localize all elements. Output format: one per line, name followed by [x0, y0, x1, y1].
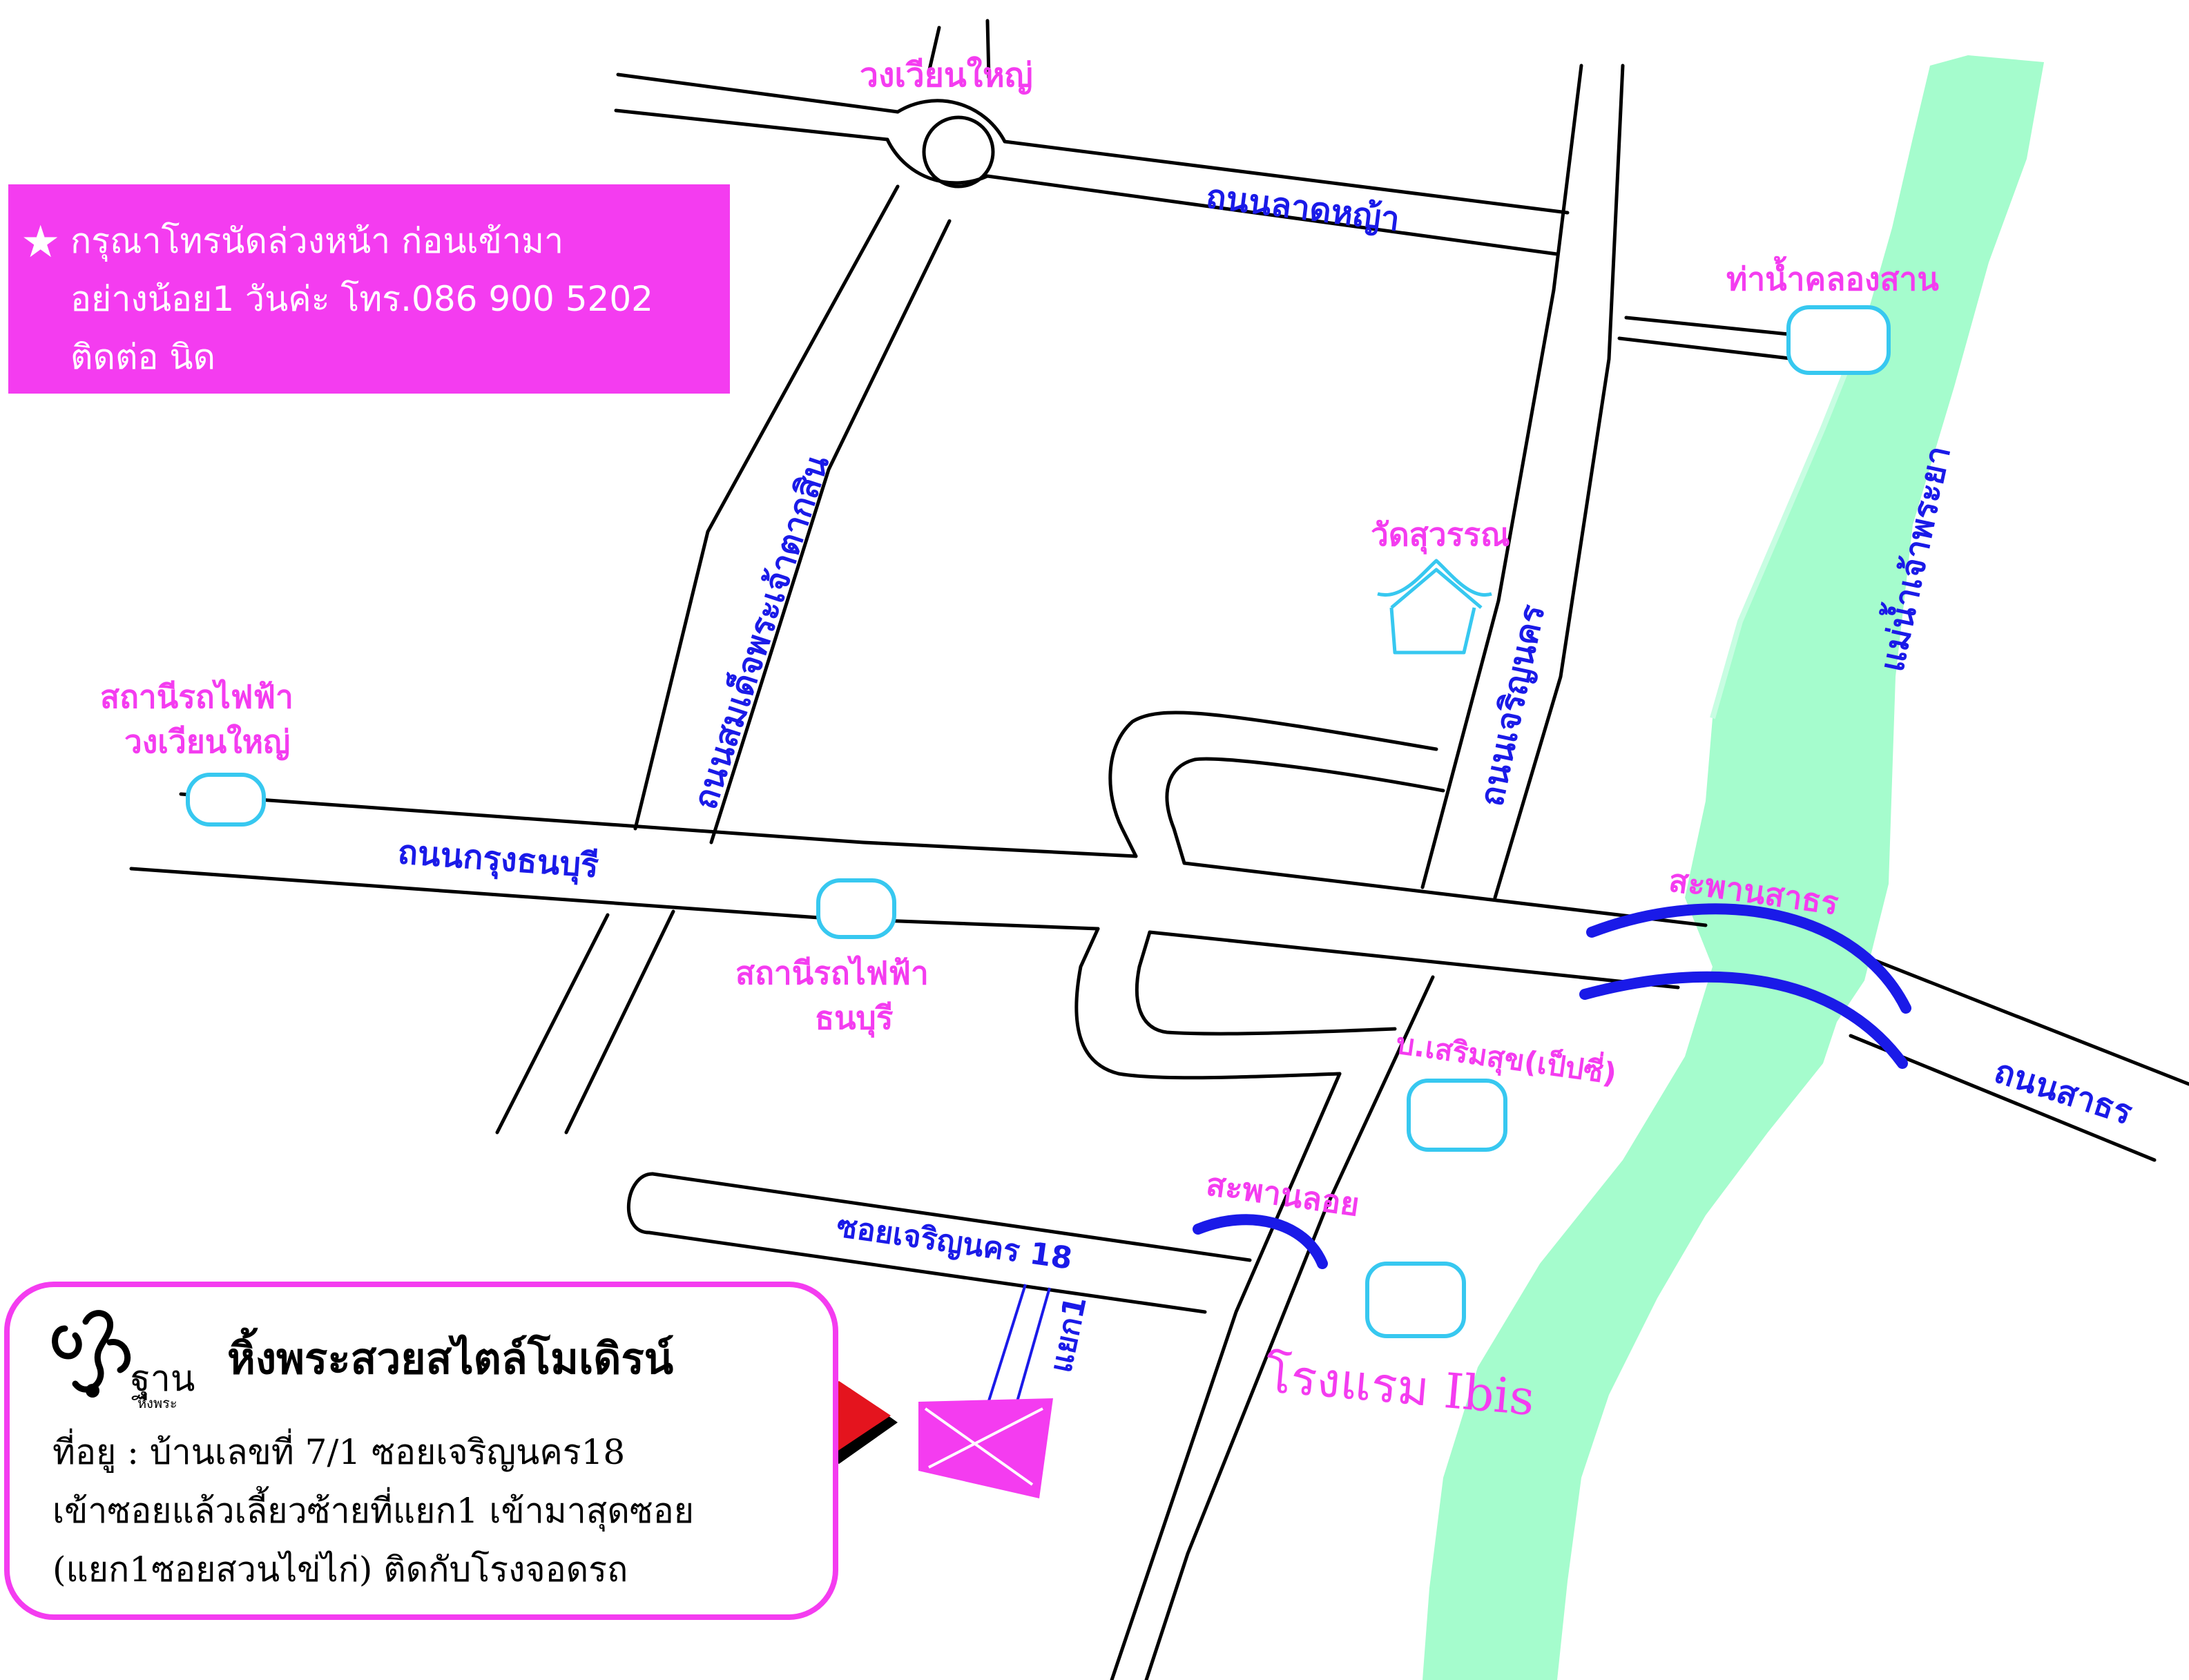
label-krung-thonburi: ถนนกรุงธนบุรี [396, 833, 600, 887]
label-charoen-nakhon: ถนนเจริญนคร [1472, 601, 1552, 810]
road-charoen-left [1420, 64, 1583, 889]
road-pier-upper [1624, 316, 1797, 337]
shop-name: หิ้งพระสวยสไตล์โมเดิรน์ [227, 1333, 674, 1384]
landmark-bts-thonburi [816, 878, 896, 939]
river-highlight [1710, 323, 1867, 720]
road-taksin-right [709, 219, 952, 844]
road-lat-ya-east-upper [1003, 139, 1570, 215]
roundabout-inner [922, 115, 995, 189]
bridge-sathorn-north [1586, 903, 1911, 1014]
road-from-north-r [985, 19, 991, 79]
contact-line-3: ติดต่อ นิด [70, 337, 215, 377]
road-from-north-l [927, 26, 941, 75]
road-soi18-end [626, 1172, 655, 1235]
road-lat-ya-lower [614, 108, 889, 142]
road-krung-east-upper [1182, 861, 1708, 927]
destination-marker-icon [918, 1398, 1053, 1498]
bridges [1193, 903, 1911, 1269]
label-wat: วัดสุวรรณ [1371, 516, 1510, 554]
label-taksin: ถนนสมเด็จพระเจ้าตากสิน [684, 450, 837, 813]
label-flyover: สะพานลอย [1204, 1165, 1361, 1224]
road-krung-lower [129, 867, 1100, 931]
road-sathorn-upper [1862, 954, 2189, 1086]
shop-info-box: ฐาน หิ้งพระ หิ้งพระสวยสไตล์โมเดิรน์ ที่อ… [4, 1282, 838, 1620]
temple-icon [1377, 559, 1492, 655]
road-loop-south-outer [1074, 927, 1342, 1080]
landmarks [186, 305, 1891, 1338]
label-bts-wongwian-1: สถานีรถไฟฟ้า [100, 678, 293, 715]
label-bts-wongwian-2: วงเวียนใหญ่ [124, 723, 290, 760]
logo-glyph [52, 1310, 131, 1398]
road-loop-south-inner [1135, 930, 1397, 1036]
road-soi18-upper [650, 1172, 1252, 1262]
alley-yaek1 [986, 1284, 1051, 1409]
road-charoen-south-right [1110, 1072, 1342, 1680]
road-pier-lower [1617, 336, 1797, 361]
road-charoen-right [1493, 64, 1625, 900]
contact-line-1: กรุณาโทรนัดล่วงหน้า ก่อนเข้ามา [70, 221, 564, 261]
roundabout-outer-2 [885, 137, 990, 185]
road-loop-north-outer [1108, 711, 1438, 858]
contact-line-2: อย่างน้อย1 วันค่ะ โทร.086 900 5202 [70, 279, 653, 319]
logo-text: ฐาน [131, 1358, 195, 1400]
label-bts-thonburi-1: สถานีรถไฟฟ้า [735, 954, 929, 992]
logo-subtext: หิ้งพระ [137, 1395, 177, 1411]
road-taksin-south-left [495, 913, 610, 1135]
bridge-flyover [1193, 1214, 1328, 1269]
landmark-pier [1786, 305, 1891, 375]
landmark-pepsi [1407, 1079, 1507, 1152]
roundabout-outer [896, 99, 1007, 144]
address-line-2: เข้าซอยแล้วเลี้ยวซ้ายที่แยก1 เข้ามาสุดซอ… [52, 1491, 695, 1531]
star-icon: ★ [21, 217, 61, 268]
address-line-3: (แยก1ซอยสวนไข่ไก่) ติดกับโรงจอดรถ [52, 1549, 628, 1590]
road-krung-east-lower [1148, 930, 1680, 989]
river-chao-phraya [1423, 55, 2044, 1680]
label-tha-khlong-san: ท่าน้ำคลองสาน [1726, 255, 1939, 298]
road-charoen-south-left [1144, 975, 1435, 1680]
road-taksin-left [633, 184, 900, 831]
label-yaek1: แยก1 [1043, 1293, 1094, 1376]
road-loop-north-inner [1165, 757, 1445, 865]
road-lat-ya-east-lower [985, 174, 1559, 256]
road-krung-upper [179, 792, 1138, 858]
landmark-bts-wongwian [186, 773, 266, 827]
label-bts-thonburi-2: ธนบุรี [815, 999, 894, 1038]
road-taksin-south-right [564, 909, 675, 1135]
bridge-sathorn-south [1579, 971, 1908, 1069]
address-line-1: ที่อยู : บ้านเลขที่ 7/1 ซอยเจริญนคร18 [52, 1432, 626, 1472]
road-soi18-lower [647, 1230, 1207, 1314]
landmark-ibis [1365, 1262, 1466, 1338]
label-sathorn-road: ถนนสาธร [1989, 1052, 2137, 1132]
contact-note: ★ กรุณาโทรนัดล่วงหน้า ก่อนเข้ามา อย่างน้… [8, 184, 730, 394]
label-wongwian-yai: วงเวียนใหญ่ [860, 55, 1033, 95]
road-lat-ya-upper [616, 73, 900, 114]
